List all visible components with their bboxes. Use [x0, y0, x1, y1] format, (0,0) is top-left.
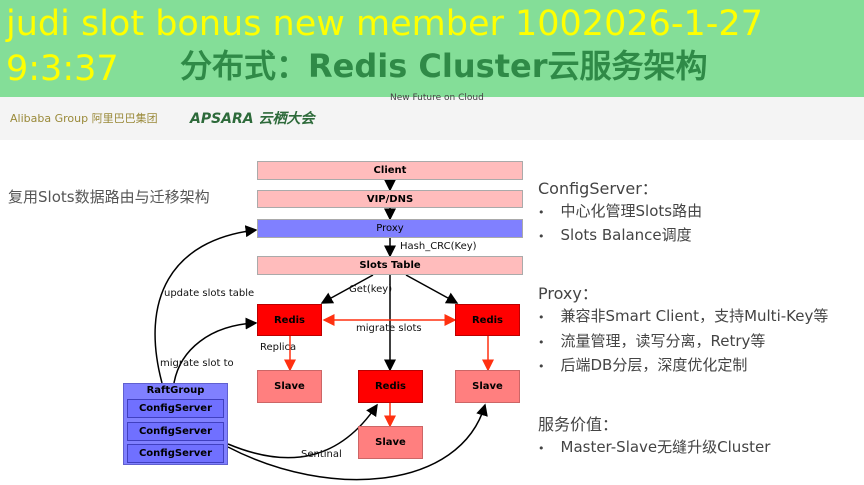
cs-item: Slots Balance调度 — [538, 224, 692, 245]
arrow-sentinal-right — [227, 403, 488, 481]
arrow-migrate-to — [173, 317, 258, 384]
redis-right: Redis — [455, 304, 520, 336]
section-title: 复用Slots数据路由与迁移架构 — [8, 188, 210, 206]
page-title: 分布式：Redis Cluster云服务架构 — [180, 47, 708, 85]
slots-table-box: Slots Table — [257, 256, 523, 275]
slave-right: Slave — [455, 370, 520, 403]
get-key-label: Get(key) — [349, 284, 393, 295]
proxy-item: 流量管理，读写分离，Retry等 — [538, 330, 766, 351]
arrow-sentinal-mid — [227, 403, 378, 459]
redis-left: Redis — [257, 304, 322, 336]
raft-group: RaftGroup ConfigServer ConfigServer Conf… — [123, 383, 228, 465]
proxy-box: Proxy — [257, 219, 523, 238]
proxy-item: 后端DB分层，深度优化定制 — [538, 354, 748, 375]
config-server-1: ConfigServer — [127, 399, 224, 418]
replica-label: Replica — [260, 342, 297, 353]
client-box: Client — [257, 161, 523, 180]
redis-middle: Redis — [358, 370, 423, 403]
watermark: judi slot bonus new member 1002026-1-27 … — [6, 4, 763, 89]
subtitle: New Future on Cloud — [390, 93, 484, 103]
sentinal-label: Sentinal — [301, 449, 342, 460]
proxy-item: 兼容非Smart Client，支持Multi-Key等 — [538, 305, 829, 326]
config-server-2: ConfigServer — [127, 422, 224, 441]
arrow-slots-redis-left — [320, 274, 374, 304]
slave-middle: Slave — [358, 426, 423, 459]
configserver-heading: ConfigServer： — [538, 179, 658, 198]
header-bar — [0, 0, 864, 97]
raft-group-label: RaftGroup — [146, 385, 205, 396]
value-item: Master-Slave无缝升级Cluster — [538, 436, 771, 457]
alibaba-logo: Alibaba Group 阿里巴巴集团 — [10, 112, 158, 125]
update-label: update slots table — [164, 288, 255, 299]
proxy-heading: Proxy： — [538, 284, 598, 303]
hash-label: Hash_CRC(Key) — [400, 241, 477, 252]
subheader-band — [0, 97, 864, 140]
arrow-slots-redis-right — [405, 274, 459, 304]
vip-dns-box: VIP/DNS — [257, 190, 523, 208]
arrow-update-slots — [154, 225, 258, 384]
apsara-logo: APSARA 云栖大会 — [190, 111, 315, 127]
slave-left: Slave — [257, 370, 322, 403]
cs-item: 中心化管理Slots路由 — [538, 200, 703, 221]
value-heading: 服务价值： — [538, 415, 619, 434]
config-server-3: ConfigServer — [127, 444, 224, 463]
migrate-to-label: migrate slot to — [160, 358, 234, 369]
migrate-slots-label: migrate slots — [356, 323, 422, 334]
